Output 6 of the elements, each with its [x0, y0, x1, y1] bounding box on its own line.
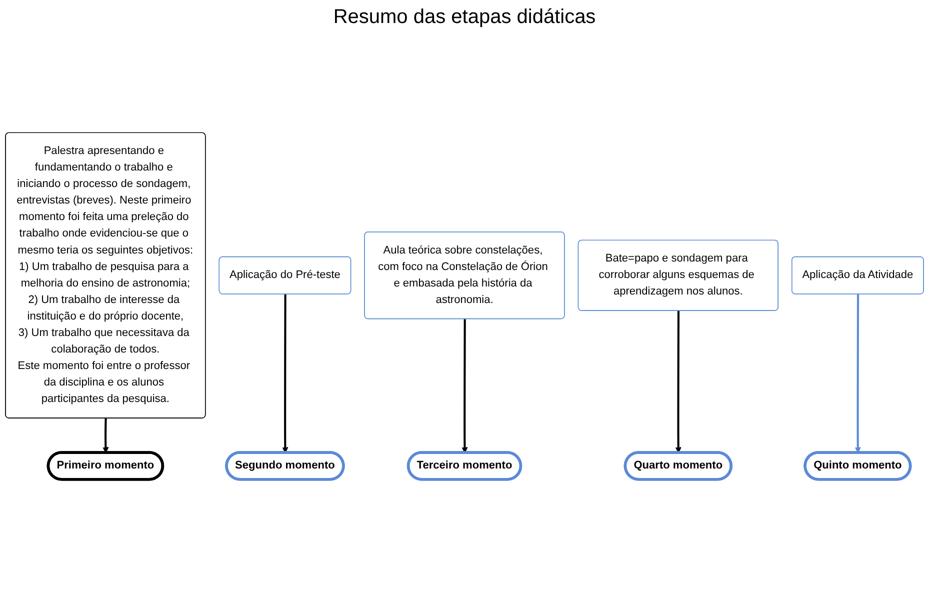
arrow — [462, 319, 468, 454]
arrow — [675, 310, 682, 454]
diagram-title: Resumo das etapas didáticas — [332, 6, 597, 29]
arrow — [282, 294, 288, 454]
arrow — [854, 294, 861, 454]
arrow — [102, 418, 109, 454]
